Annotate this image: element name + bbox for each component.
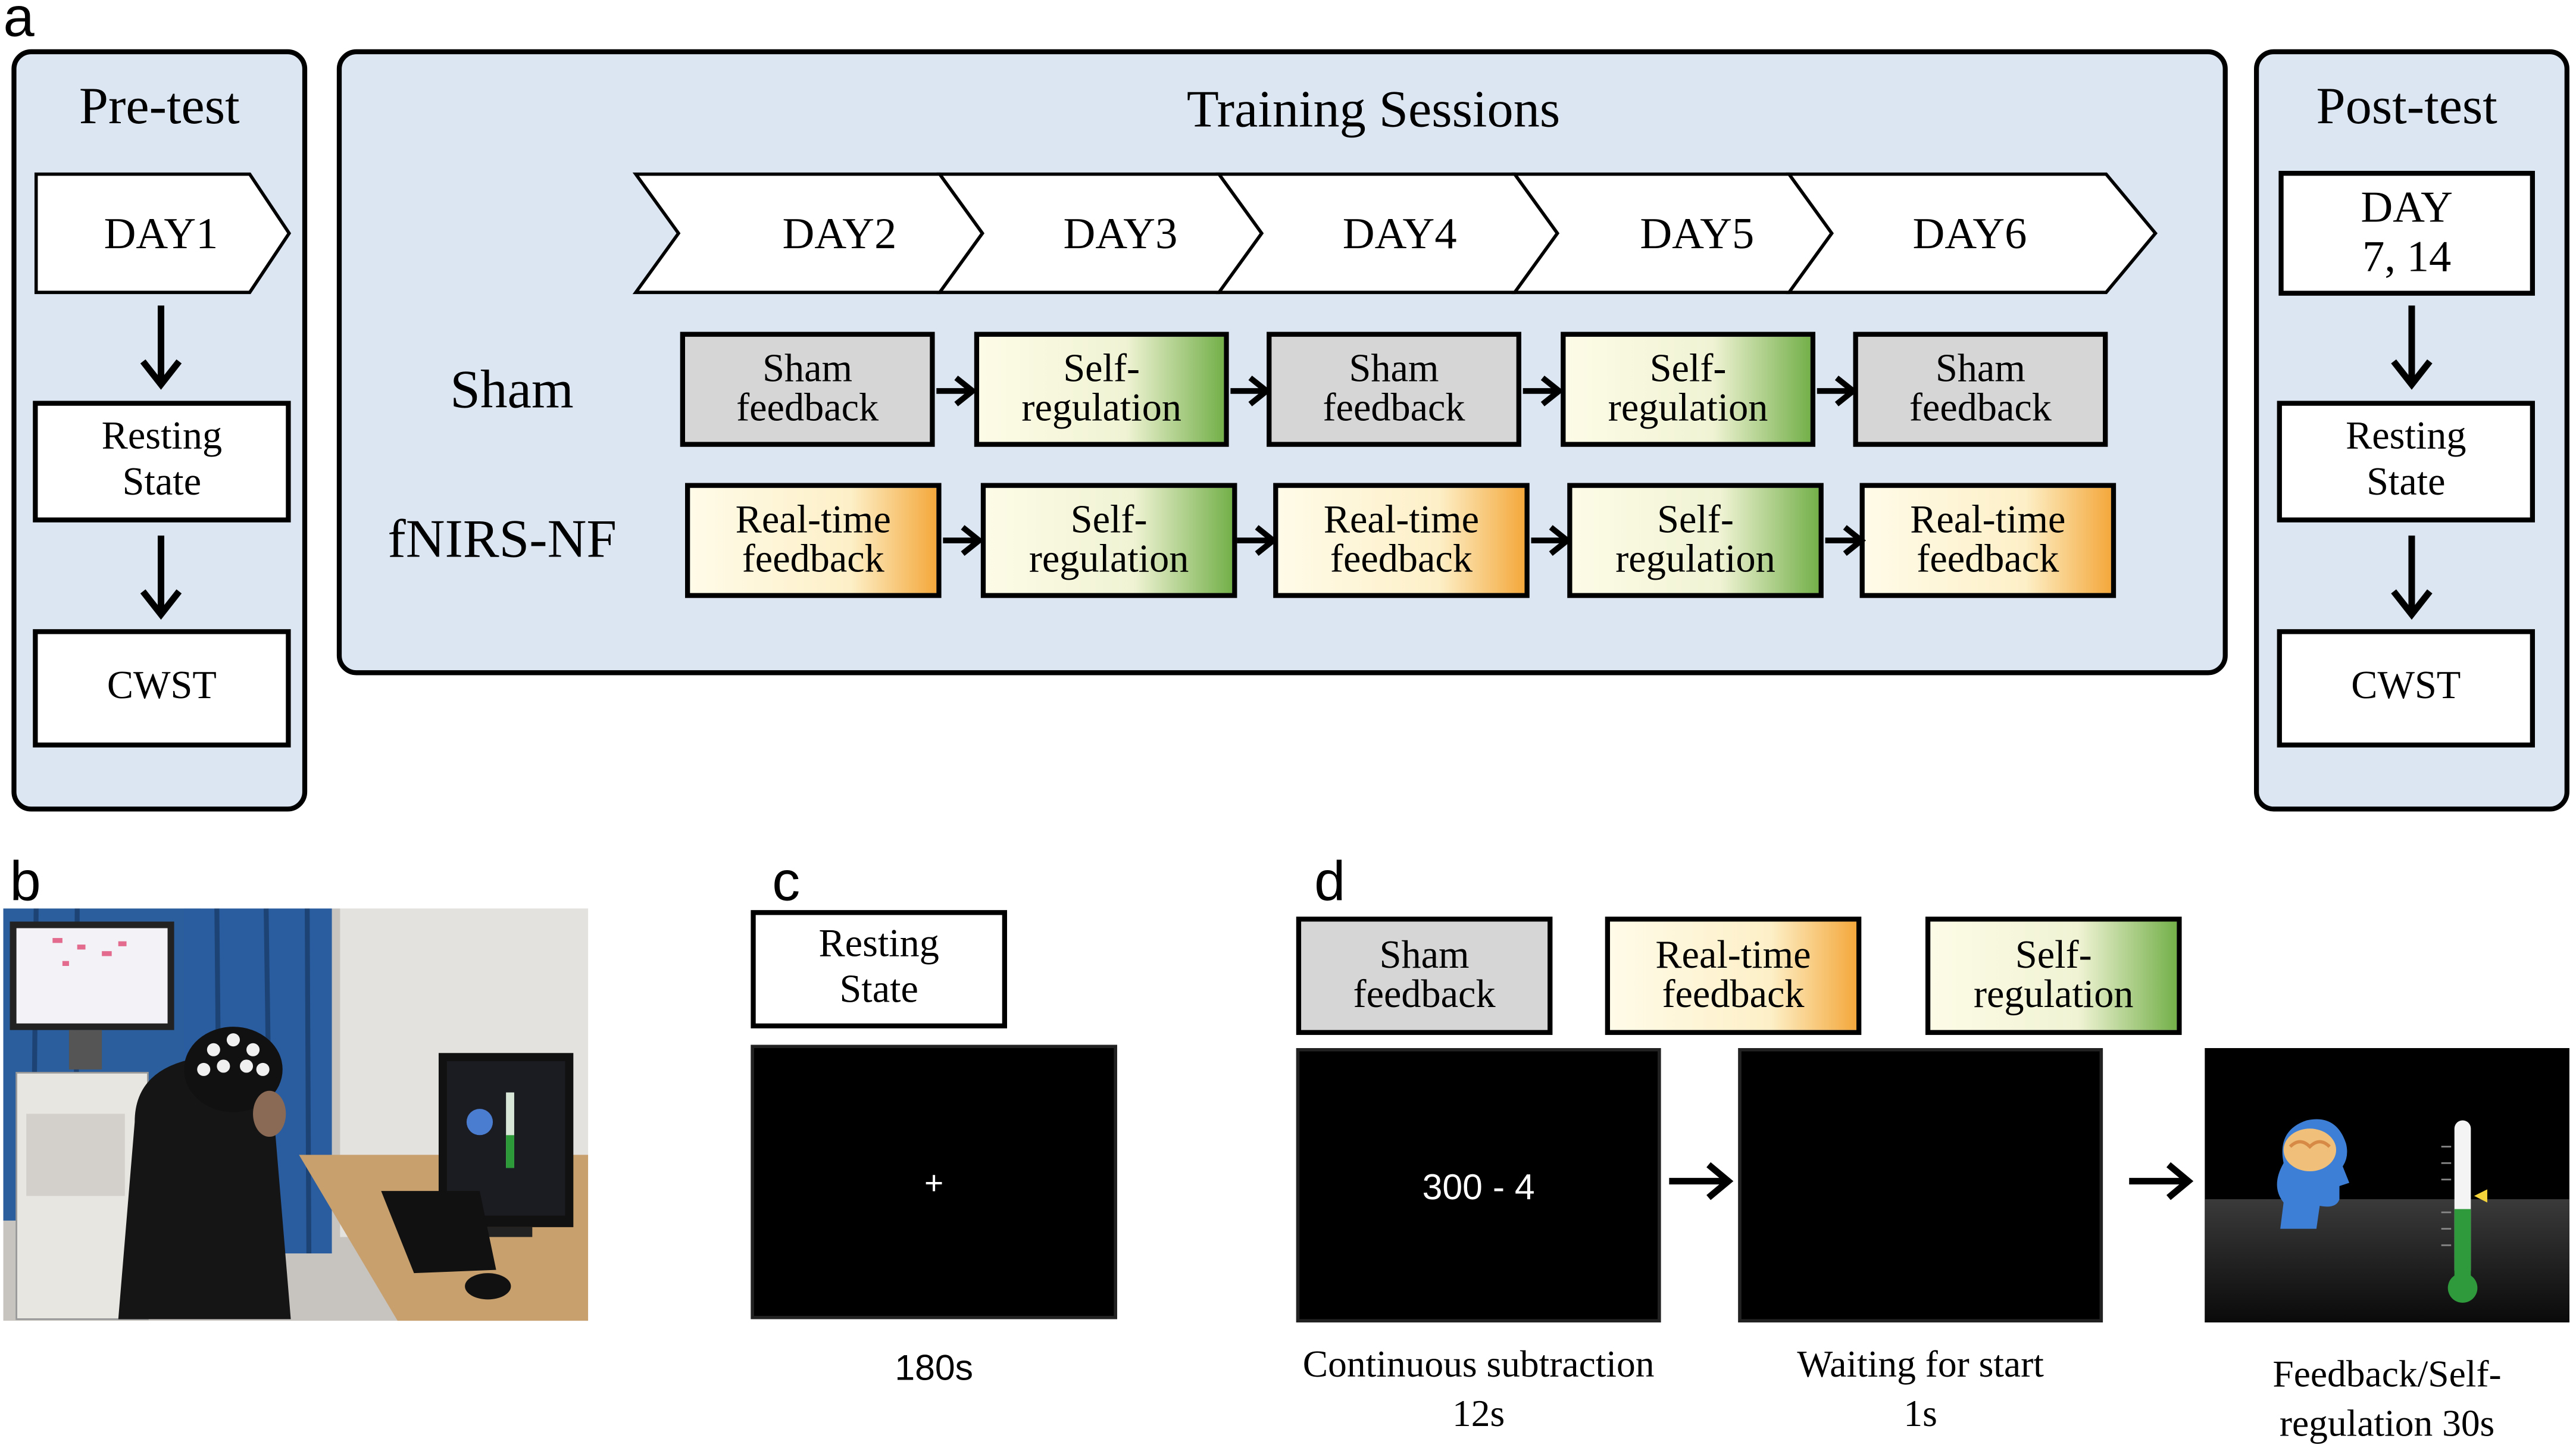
fixation-cross: +: [924, 1166, 944, 1203]
pretest-title: Pre-test: [79, 75, 240, 135]
posttest-title: Post-test: [2316, 75, 2497, 135]
day-label: DAY5: [1640, 209, 1754, 258]
training-row-arrows: [0, 0, 2576, 690]
arrow-down-icon: [140, 305, 182, 390]
pretest-resting-line2: State: [122, 461, 202, 505]
subtraction-screen: 300 - 4: [1296, 1048, 1661, 1322]
arrow-right-icon: [1237, 527, 1273, 553]
caption-feedback: Feedback/Self-regulation 30s: [2272, 1353, 2502, 1445]
posttest-resting-line2: State: [2366, 461, 2446, 505]
nf-row-box-2: Self-regulation: [980, 483, 1237, 598]
arrow-down-icon: [2391, 305, 2433, 390]
pretest-day1-chevron: DAY1: [34, 172, 292, 295]
sham-row-box-4: Self-regulation: [1561, 332, 1816, 447]
arrow-right-icon: [1669, 1162, 1734, 1200]
experiment-setup-photo: [3, 908, 589, 1321]
panel-label-b: b: [10, 850, 41, 914]
posttest-resting-line1: Resting: [2346, 416, 2466, 459]
day-label: DAY6: [1913, 209, 2027, 258]
panel-label-d: d: [1314, 850, 1346, 914]
arrow-down-icon: [2391, 535, 2433, 620]
nf-row-box-4: Self-regulation: [1567, 483, 1824, 598]
legend-self-regulation: Self-regulation: [1925, 917, 2182, 1035]
brain-head-icon: [2277, 1119, 2350, 1229]
panel-c-resting-line2: State: [839, 969, 918, 1012]
fnirs-nf-row-label: fNIRS-NF: [387, 511, 617, 570]
panel-c-resting-line1: Resting: [818, 924, 939, 967]
panel-label-a: a: [3, 0, 35, 49]
arrow-right-icon: [936, 378, 973, 404]
panel-label-c: c: [772, 850, 801, 914]
posttest-cwst-label: CWST: [2351, 665, 2461, 709]
pretest-cwst-label: CWST: [107, 665, 217, 709]
waiting-screen: [1738, 1048, 2103, 1322]
arrow-right-icon: [1523, 378, 1559, 404]
pretest-cwst-box: CWST: [33, 629, 291, 748]
arrow-right-icon: [1230, 378, 1267, 404]
training-title: Training Sessions: [1186, 79, 1561, 138]
day-label: DAY3: [1064, 209, 1178, 258]
arrow-right-icon: [1531, 527, 1568, 553]
arrow-right-icon: [2129, 1162, 2194, 1200]
arrow-down-icon: [140, 535, 182, 620]
subtraction-prompt: 300 - 4: [1422, 1166, 1535, 1208]
arrow-right-icon: [1817, 378, 1853, 404]
panel-c-duration: 180s: [895, 1347, 974, 1389]
arrow-right-icon: [943, 527, 979, 553]
pretest-resting-line1: Resting: [101, 416, 223, 459]
arrow-right-icon: [1825, 527, 1862, 553]
posttest-day-line2: 7, 14: [2362, 232, 2452, 281]
sham-row-box-2: Self-regulation: [974, 332, 1229, 447]
training-day-chevrons: DAY2 DAY3 DAY4 DAY5 DAY6: [632, 172, 2158, 295]
pretest-day-label: DAY1: [104, 209, 218, 258]
posttest-cwst-box: CWST: [2277, 629, 2535, 748]
thermometer-icon: [2441, 1120, 2487, 1303]
posttest-day-line1: DAY: [2361, 183, 2453, 233]
sham-row-label: Sham: [450, 361, 574, 421]
day-label: DAY4: [1343, 209, 1457, 258]
day-label: DAY2: [783, 209, 897, 258]
feedback-screen: [2205, 1048, 2569, 1322]
resting-state-screen: +: [751, 1045, 1117, 1319]
